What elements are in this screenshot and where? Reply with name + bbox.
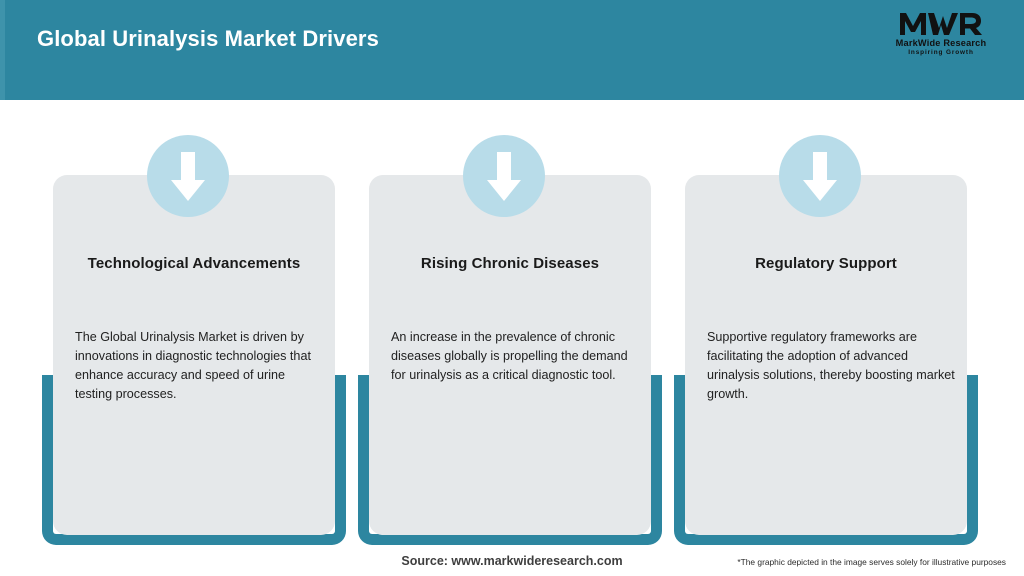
driver-card[interactable]: Technological Advancements The Global Ur… (42, 100, 346, 545)
card-body-text: An increase in the prevalence of chronic… (391, 330, 628, 382)
card-surface: Regulatory Support Supportive regulatory… (685, 175, 967, 535)
source-label: Source: www.markwideresearch.com (401, 554, 623, 568)
page-title: Global Urinalysis Market Drivers (37, 26, 379, 51)
card-frame-accent (42, 375, 346, 545)
driver-cards-container: Technological Advancements The Global Ur… (0, 100, 1024, 545)
card-surface: Technological Advancements The Global Ur… (53, 175, 335, 535)
header-left-accent (0, 0, 5, 100)
logo-tagline: Inspiring Growth (908, 49, 974, 56)
card-title: Technological Advancements (87, 255, 301, 272)
card-title: Regulatory Support (755, 255, 897, 272)
card-frame-accent (358, 375, 662, 545)
card-frame-accent (674, 375, 978, 545)
arrow-down-icon (487, 152, 521, 201)
header-bar: Global Urinalysis Market Drivers MarkWid… (0, 0, 1024, 100)
card-surface: Rising Chronic Diseases An increase in t… (369, 175, 651, 535)
arrow-down-icon (803, 152, 837, 201)
brand-logo: MarkWide Research Inspiring Growth (882, 10, 1000, 62)
disclaimer-note: *The graphic depicted in the image serve… (737, 557, 1006, 567)
card-body-text: Supportive regulatory frameworks are fac… (707, 330, 955, 401)
arrow-down-icon (171, 152, 205, 201)
driver-card[interactable]: Regulatory Support Supportive regulatory… (674, 100, 978, 545)
logo-company-name: MarkWide Research (895, 38, 987, 48)
driver-card[interactable]: Rising Chronic Diseases An increase in t… (358, 100, 662, 545)
card-title: Rising Chronic Diseases (420, 255, 600, 272)
mwr-monogram-icon (900, 13, 982, 35)
card-body-text: The Global Urinalysis Market is driven b… (75, 330, 311, 401)
